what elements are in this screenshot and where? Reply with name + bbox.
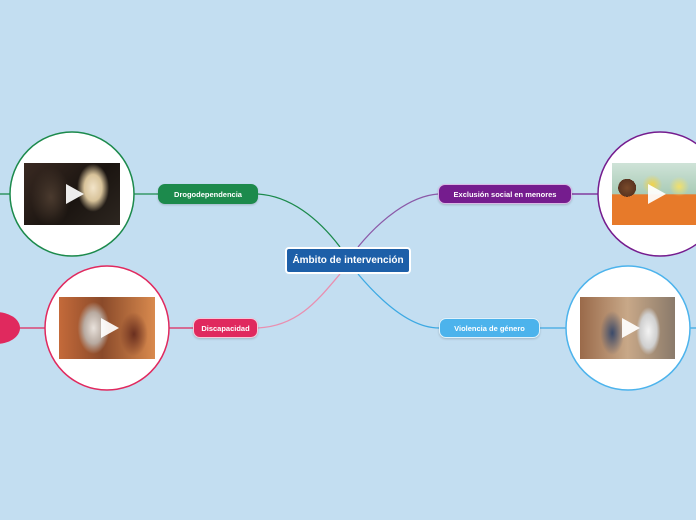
connector-exclusion	[357, 193, 439, 248]
play-icon	[101, 318, 119, 338]
topic-discapacidad[interactable]: Discapacidad	[193, 318, 258, 338]
connector-violencia	[357, 273, 440, 329]
connector-discapacidad	[257, 273, 341, 329]
video-thumbnail-drogodependencia[interactable]	[24, 163, 120, 225]
offscreen-node-discapacidad[interactable]	[0, 312, 20, 344]
play-icon	[648, 184, 666, 204]
play-icon	[621, 318, 640, 338]
connector-drogodependencia	[257, 193, 341, 248]
topic-violencia-de-genero[interactable]: Violencia de género	[439, 318, 540, 338]
topic-exclusion-social-en-menores[interactable]: Exclusión social en menores	[438, 184, 572, 204]
central-topic[interactable]: Ámbito de intervención	[285, 247, 411, 274]
video-thumbnail-exclusion-social[interactable]	[612, 163, 696, 225]
topic-drogodependencia[interactable]: Drogodependencia	[158, 184, 258, 204]
video-thumbnail-violencia-de-genero[interactable]	[580, 297, 675, 359]
video-thumbnail-discapacidad[interactable]	[59, 297, 155, 359]
play-icon	[66, 184, 84, 204]
